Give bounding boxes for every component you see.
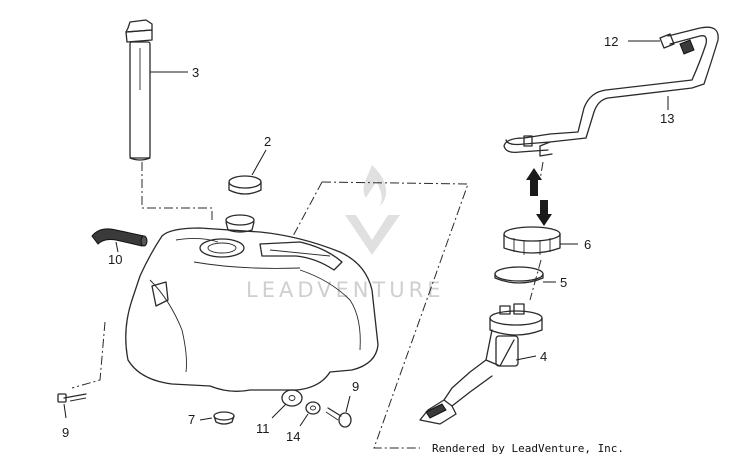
assembly-line-pump [539,161,544,181]
callout-12: 12 [604,34,618,49]
render-credit: Rendered by LeadVenture, Inc. [432,442,624,455]
callout-10: 10 [108,252,122,267]
fuel-tank [125,214,379,392]
assembly-line-sender [141,162,213,222]
washer-small [305,401,321,415]
leader-2 [251,149,267,176]
quick-connector [659,33,695,55]
callout-9-left: 9 [62,425,69,440]
callout-11: 11 [256,421,270,436]
callout-2: 2 [264,134,271,149]
leader-4 [515,355,537,361]
leader-9-right [345,395,351,413]
callout-9-right: 9 [352,379,359,394]
leader-9-left [63,403,67,419]
callout-13: 13 [660,111,674,126]
fuel-level-sender [125,19,153,161]
ring-nut [503,226,561,255]
watermark-brand: LEADVENTURE [246,278,445,302]
callout-7: 7 [188,412,195,427]
assembly-line-screw [291,181,323,239]
fuel-pump [419,303,543,425]
screw-right [325,407,352,428]
down-arrow-icon [536,200,552,226]
vent-hose [91,228,148,247]
washer-large [281,389,303,407]
leader-11 [271,403,287,419]
assembly-line-bracket [321,181,469,449]
callout-5: 5 [560,275,567,290]
leader-14 [299,413,309,427]
gasket [494,266,544,284]
up-arrow-icon [526,168,542,196]
leader-10 [115,241,119,253]
bolt-left [57,393,87,403]
grommet [213,411,235,425]
watermark-logo [345,165,400,255]
callout-14: 14 [286,429,300,444]
fuel-line [503,26,719,157]
assembly-line-bolt [71,321,106,389]
callout-6: 6 [584,237,591,252]
callout-3: 3 [192,65,199,80]
leader-7 [199,417,213,421]
callout-4: 4 [540,349,547,364]
filler-cap-ring [228,175,262,195]
